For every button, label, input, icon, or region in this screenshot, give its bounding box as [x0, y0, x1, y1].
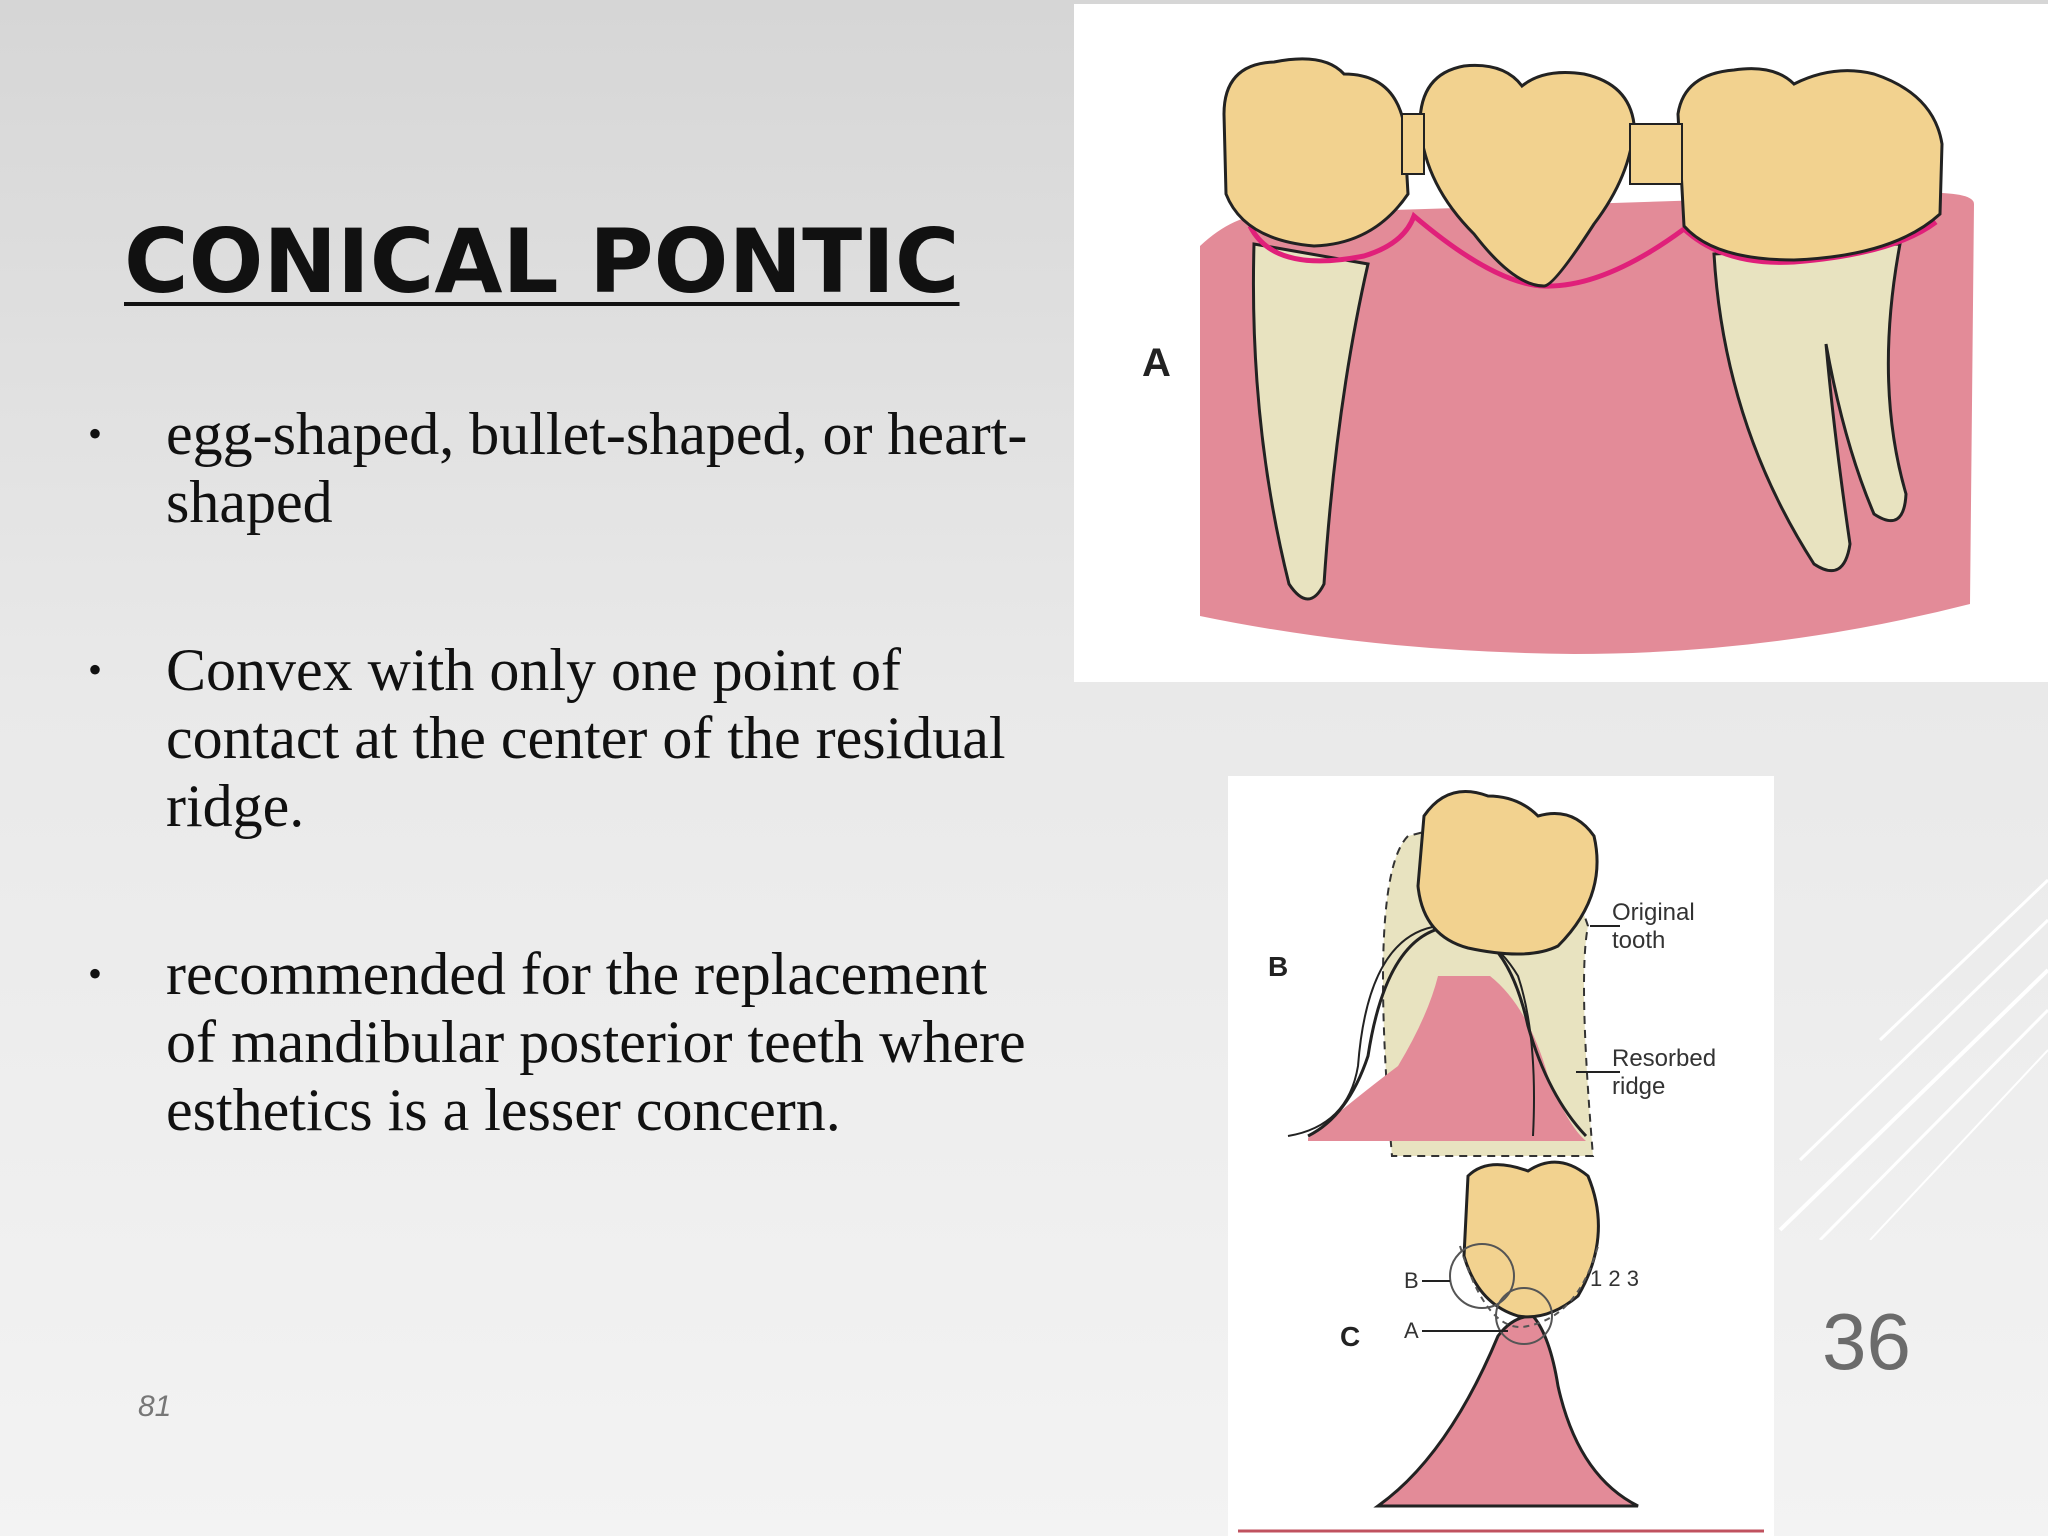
bullet-item: • egg-shaped, bullet-shaped, or heart-sh…: [80, 400, 1040, 536]
slide-number: 36: [1822, 1297, 1911, 1386]
bullet-dot-icon: •: [88, 647, 103, 692]
figure-a-panel: A: [1074, 4, 2048, 682]
marker-b: B: [1404, 1268, 1419, 1293]
contour-lines: [1459, 1245, 1599, 1328]
bullet-dot-icon: •: [88, 411, 103, 456]
bridge-illustration: A: [1142, 57, 1974, 654]
left-crown: [1222, 57, 1410, 248]
bullet-list: • egg-shaped, bullet-shaped, or heart-sh…: [80, 400, 1040, 1244]
marker-a: A: [1404, 1318, 1419, 1343]
resorbed-ridge-label-1: Resorbed: [1612, 1045, 1716, 1072]
label-c: C: [1340, 1321, 1360, 1352]
bullet-item: • recommended for the replacement of man…: [80, 940, 1040, 1144]
resorbed-ridge-label-2: ridge: [1612, 1073, 1665, 1100]
bullet-dot-icon: •: [88, 951, 103, 996]
right-root: [1712, 242, 1908, 573]
pontic-cross-section-illustration: B Original tooth Resorbed ridge C B A 1 …: [1238, 790, 1764, 1533]
connector-right: [1629, 123, 1683, 185]
footer-page-number: 81: [138, 1390, 172, 1423]
connector-left: [1401, 113, 1425, 175]
pontic-crown-c: [1462, 1160, 1600, 1319]
marker-numbers: 1 2 3: [1590, 1266, 1639, 1291]
resorbed-ridge-fill: [1308, 976, 1586, 1141]
left-root: [1251, 242, 1370, 601]
diagonal-lines-decoration: [1778, 878, 2048, 1240]
figure-bc-panel: B Original tooth Resorbed ridge C B A 1 …: [1228, 776, 1774, 1536]
bullet-text: egg-shaped, bullet-shaped, or heart-shap…: [166, 401, 1028, 535]
bullet-text: recommended for the replacement of mandi…: [166, 941, 1026, 1143]
label-b: B: [1268, 951, 1288, 982]
original-tooth-label-2: tooth: [1612, 927, 1665, 954]
label-a: A: [1142, 341, 1171, 385]
original-tooth-label-1: Original: [1612, 899, 1695, 926]
right-crown: [1676, 67, 1944, 262]
ridge-c: [1373, 1314, 1639, 1508]
bullet-text: Convex with only one point of contact at…: [166, 637, 1006, 839]
slide-title: CONICAL PONTIC: [124, 210, 960, 313]
pontic-crown-b: [1416, 790, 1599, 956]
circle-b: [1449, 1243, 1515, 1309]
gingival-line: [1247, 211, 1938, 289]
bullet-item: • Convex with only one point of contact …: [80, 636, 1040, 840]
